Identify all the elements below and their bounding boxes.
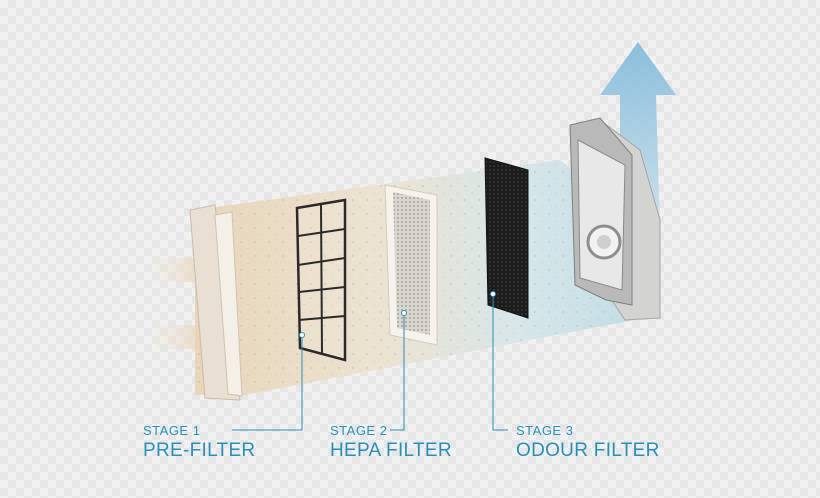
pre-filter (295, 198, 347, 362)
front-panel (189, 204, 243, 401)
hepa-filter (384, 184, 438, 346)
stage-2-name: HEPA FILTER (330, 440, 452, 461)
stage-1-name: PRE-FILTER (143, 440, 256, 461)
leader-line-stage-2 (390, 310, 407, 431)
leader-line-stage-3 (490, 291, 508, 431)
stage-2-number: STAGE 2 (330, 423, 388, 438)
air-purifier-unit (569, 117, 661, 321)
leader-line-stage-1 (232, 332, 305, 431)
odour-filter (484, 157, 529, 319)
stage-3-name: ODOUR FILTER (516, 440, 660, 461)
airflow-out-arrow-icon (600, 42, 676, 250)
stage-3-number: STAGE 3 (516, 423, 574, 438)
stage-1-number: STAGE 1 (143, 423, 201, 438)
